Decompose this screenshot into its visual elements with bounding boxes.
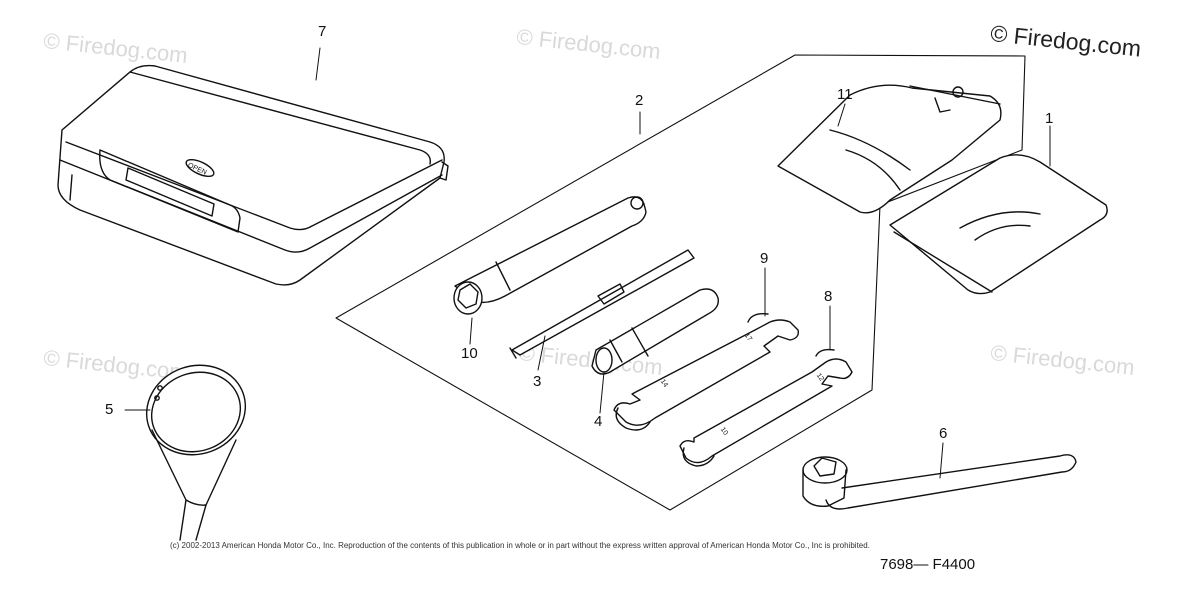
wrench-8 — [679, 348, 853, 467]
socket-wrench — [802, 454, 1077, 510]
leader-lines — [124, 47, 1051, 479]
callout-10: 10 — [461, 345, 478, 362]
callout-9: 9 — [760, 250, 769, 267]
callout-5: 5 — [105, 401, 114, 418]
callout-7: 7 — [318, 23, 327, 40]
callout-8: 8 — [824, 288, 833, 305]
wrench-9 — [613, 312, 800, 431]
callout-1: 1 — [1045, 110, 1054, 127]
document-bag — [889, 154, 1108, 295]
callout-2: 2 — [635, 92, 644, 109]
tool-bag — [777, 84, 1002, 214]
callout-3: 3 — [533, 373, 542, 390]
diagram-code: 7698— F4400 — [880, 556, 976, 573]
callout-4: 4 — [594, 413, 603, 430]
tool-case — [57, 64, 449, 286]
spark-plug-wrench — [453, 196, 647, 315]
callout-6: 6 — [939, 425, 948, 442]
callout-11: 11 — [837, 86, 853, 103]
toolset-outline — [335, 54, 1026, 511]
copyright-notice: (c) 2002-2013 American Honda Motor Co., … — [170, 541, 870, 550]
funnel — [145, 364, 247, 541]
screwdriver-blade — [509, 249, 695, 359]
